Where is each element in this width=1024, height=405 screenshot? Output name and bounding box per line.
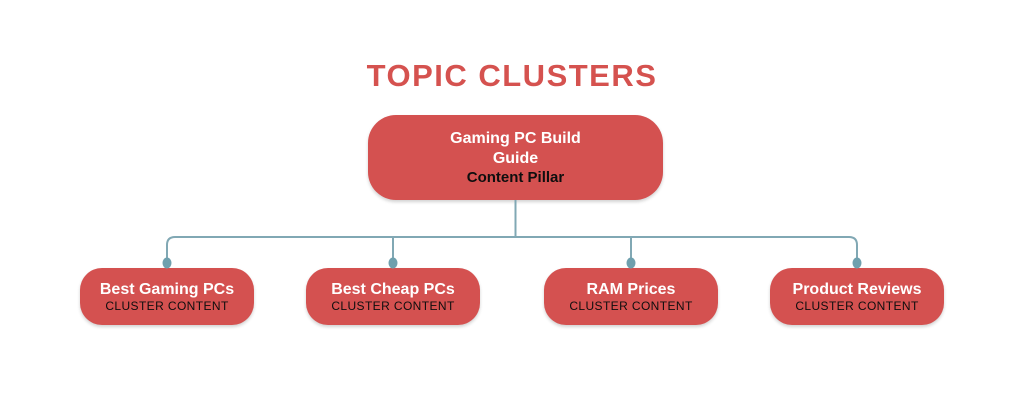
pillar-title-line-2: Guide — [492, 149, 539, 167]
pillar-node: Gaming PC Build Guide Content Pillar — [368, 115, 663, 200]
cluster-sublabel: CLUSTER CONTENT — [105, 298, 229, 313]
cluster-node-best-cheap-pcs: Best Cheap PCs CLUSTER CONTENT — [306, 268, 480, 325]
cluster-sublabel: CLUSTER CONTENT — [331, 298, 455, 313]
cluster-sublabel: CLUSTER CONTENT — [569, 298, 693, 313]
connector-dot — [388, 257, 398, 269]
cluster-label: Best Gaming PCs — [99, 280, 235, 298]
cluster-label: Best Cheap PCs — [331, 280, 455, 298]
pillar-subtitle: Content Pillar — [466, 168, 565, 186]
cluster-node-best-gaming-pcs: Best Gaming PCs CLUSTER CONTENT — [80, 268, 254, 325]
connector-dot — [852, 257, 862, 269]
connector-dot — [162, 257, 172, 269]
pillar-title-line-1: Gaming PC Build — [450, 129, 581, 147]
connector-rail — [166, 236, 858, 261]
cluster-node-product-reviews: Product Reviews CLUSTER CONTENT — [770, 268, 944, 325]
cluster-label: RAM Prices — [586, 280, 676, 298]
cluster-label: Product Reviews — [792, 280, 922, 298]
cluster-node-ram-prices: RAM Prices CLUSTER CONTENT — [544, 268, 718, 325]
page-title: TOPIC CLUSTERS — [366, 58, 658, 93]
connector-dot — [626, 257, 636, 269]
cluster-sublabel: CLUSTER CONTENT — [795, 298, 919, 313]
